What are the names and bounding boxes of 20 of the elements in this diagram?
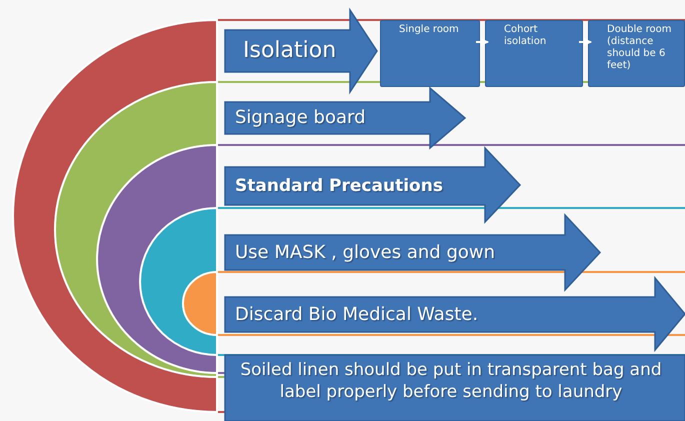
pointed-banner (225, 88, 465, 148)
step-text: Standard Precautions (235, 175, 443, 198)
pointed-banner (225, 278, 685, 350)
text-banner (225, 355, 685, 421)
pointed-banner (225, 215, 600, 290)
pointed-banner (225, 148, 520, 222)
arrow (476, 38, 489, 46)
step-text: Isolation (243, 37, 336, 65)
pointed-banner (225, 10, 377, 92)
step-text: Discard Bio Medical Waste. (235, 303, 478, 327)
step-text: Signage board (235, 106, 366, 130)
step-text: Soiled linen should be put in transparent bag and label properly before sending to laundry (239, 359, 663, 404)
step-label: Single room (398, 23, 460, 36)
step-label: Cohort isolation (503, 23, 548, 48)
step-box (485, 20, 583, 87)
step-box (588, 20, 685, 87)
step-box (380, 20, 480, 87)
step-label: Double room (distance should be 6 feet) (606, 23, 672, 72)
step-text: Use MASK , gloves and gown (235, 241, 496, 265)
arrow (579, 38, 592, 46)
